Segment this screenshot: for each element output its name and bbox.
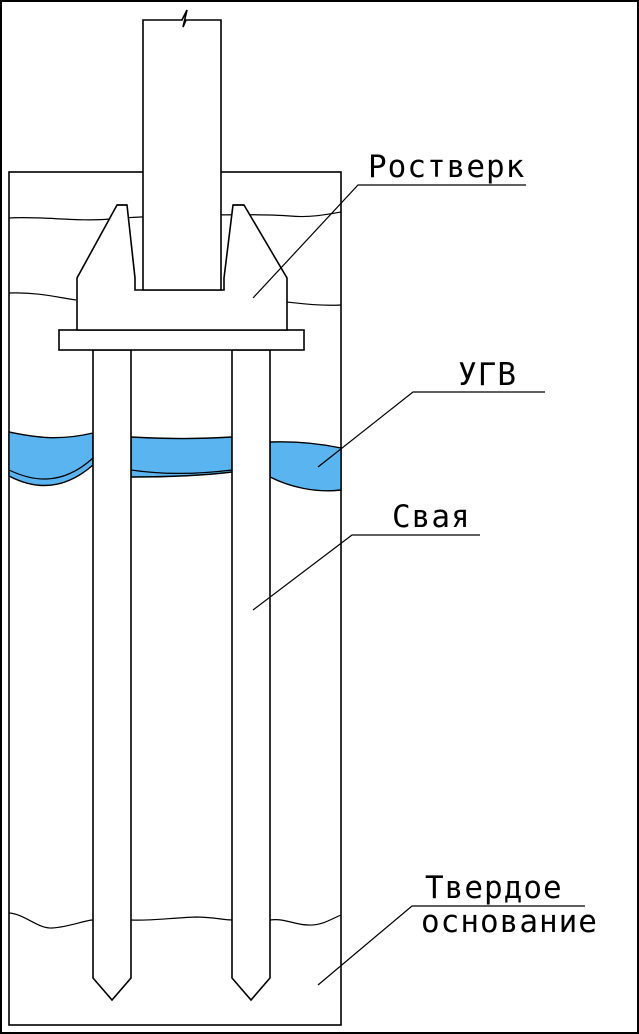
label-groundwater: УГВ xyxy=(458,357,517,393)
groundwater-lower-edge xyxy=(8,457,233,480)
label-bedrock-line2: основание xyxy=(421,904,598,940)
label-grillage: Ростверк xyxy=(368,149,525,185)
label-bedrock-line1: Твердое xyxy=(425,870,563,906)
bedrock-boundary-line xyxy=(8,912,342,929)
leader-bedrock xyxy=(317,905,585,986)
pile-right xyxy=(231,349,271,1002)
pile-left xyxy=(92,349,132,1002)
leader-pile xyxy=(252,534,480,611)
leader-groundwater xyxy=(317,391,545,468)
soil-layer-line xyxy=(8,292,342,306)
groundwater-band xyxy=(8,431,342,492)
column xyxy=(142,9,222,291)
label-pile: Свая xyxy=(392,499,471,535)
pile-cap-plate xyxy=(58,329,305,351)
leader-grillage xyxy=(252,184,526,299)
